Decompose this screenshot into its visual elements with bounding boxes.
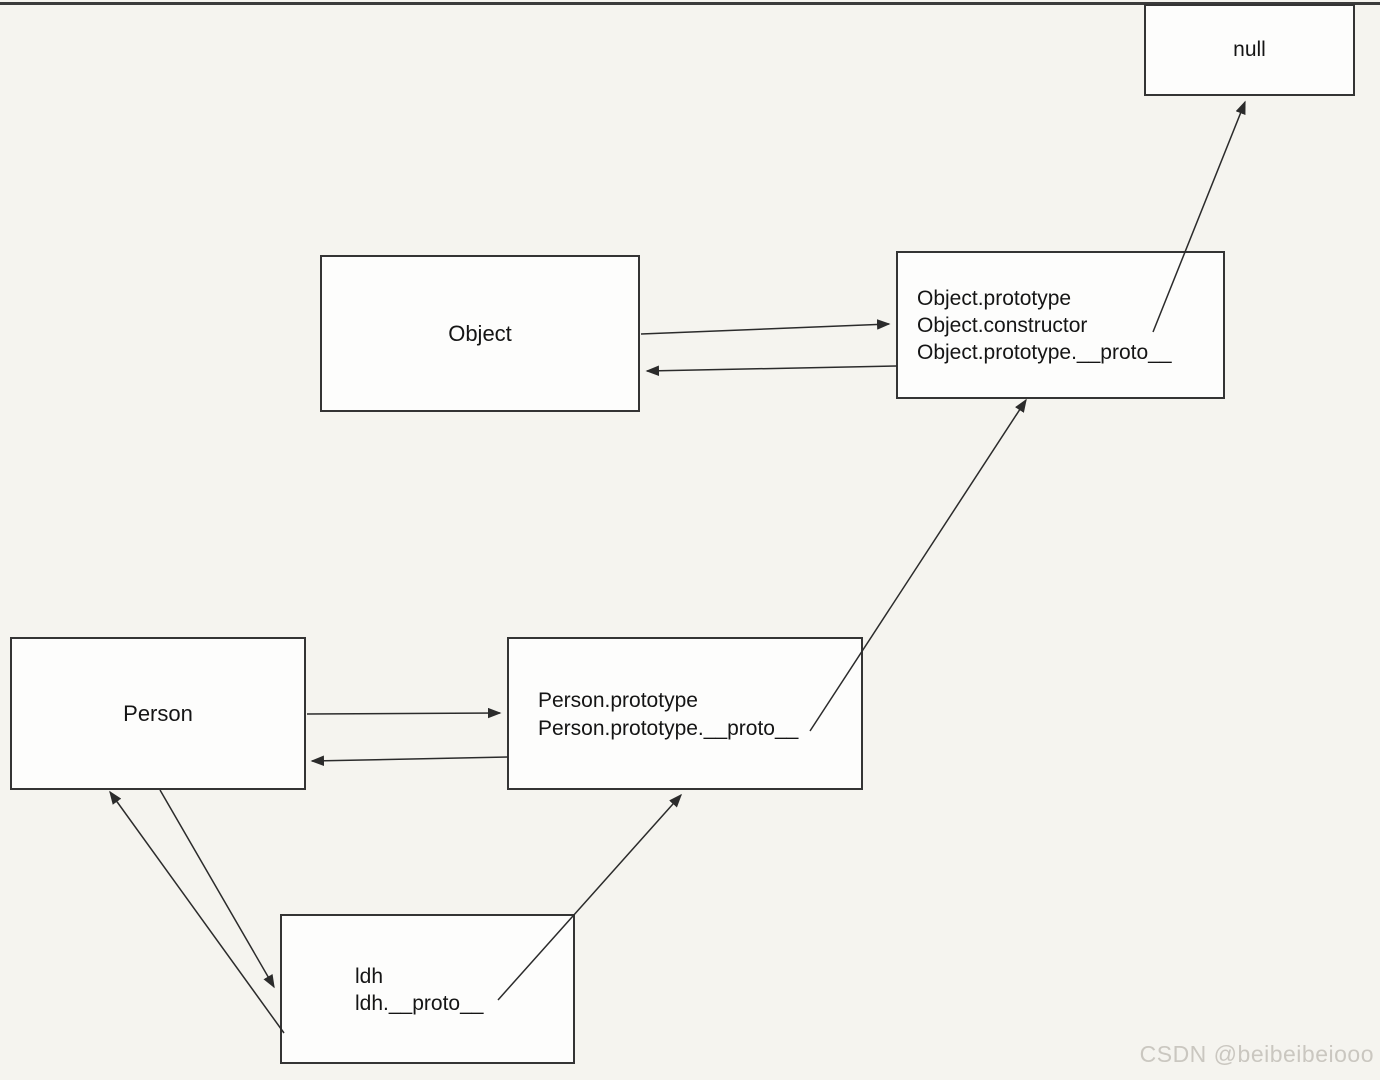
edge-object-to-object-prototype <box>640 319 891 335</box>
ldh-proto-line: ldh.__proto__ <box>355 992 484 1015</box>
person-prototype-line: Person.prototype <box>538 689 698 712</box>
edge-person-constructor-to-person <box>310 755 509 767</box>
node-null-label: null <box>1233 38 1266 61</box>
ldh-line: ldh <box>355 965 384 988</box>
object-constructor-line: Object.constructor <box>917 314 1088 337</box>
object-prototype-proto-line: Object.prototype.__proto__ <box>917 341 1172 364</box>
node-person-prototype: Person.prototype Person.prototype.__prot… <box>507 637 863 790</box>
csdn-watermark: CSDN @beibeibeiooo <box>1139 1041 1374 1067</box>
node-null: null <box>1144 4 1355 96</box>
edge-ldh-to-person <box>109 790 285 1034</box>
node-person: Person <box>10 637 306 790</box>
person-prototype-proto-line: Person.prototype.__proto__ <box>538 717 799 740</box>
edge-person-to-person-prototype <box>306 707 502 719</box>
node-person-label: Person <box>123 700 193 726</box>
node-object-prototype: Object.prototype Object.constructor Obje… <box>896 251 1225 399</box>
object-prototype-line: Object.prototype <box>917 287 1072 310</box>
node-object: Object <box>320 255 640 412</box>
edge-object-constructor-to-object <box>645 365 898 377</box>
node-object-label: Object <box>448 320 512 346</box>
node-ldh: ldh ldh.__proto__ <box>280 914 575 1064</box>
edge-person-to-ldh <box>159 789 275 989</box>
top-rule-line <box>0 2 1380 5</box>
